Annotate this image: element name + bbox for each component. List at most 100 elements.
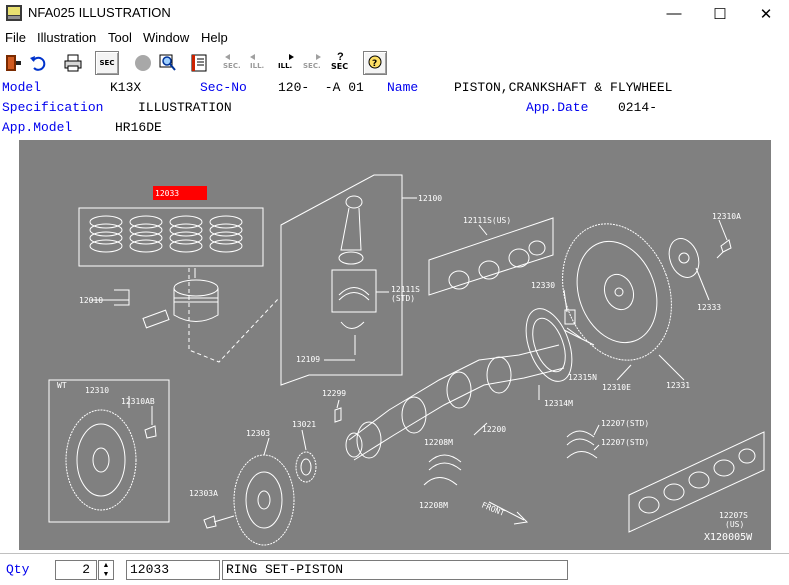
next-illustration-button[interactable]: ILL. xyxy=(274,51,298,75)
section-button[interactable]: SEC xyxy=(95,51,119,75)
next-section-button[interactable]: SEC. xyxy=(301,51,325,75)
piston-ring-set-box[interactable] xyxy=(78,207,264,267)
menu-window[interactable]: Window xyxy=(143,30,190,45)
main-bearing-set-us[interactable] xyxy=(638,448,756,514)
bottom-bar: Qty 2 ▲ ▼ 12033 RING SET-PISTON xyxy=(0,553,789,585)
selected-part-highlight[interactable] xyxy=(153,186,207,200)
callout-12207-std-b[interactable]: 12207(STD) xyxy=(601,438,649,447)
callout-12310a[interactable]: 12310A xyxy=(712,212,741,221)
question-mark-icon: ? xyxy=(337,51,344,63)
menu-illustration[interactable]: Illustration xyxy=(37,30,97,45)
exit-door-button[interactable] xyxy=(1,51,25,75)
flywheel-bolt-wt[interactable] xyxy=(144,425,157,439)
connecting-rod[interactable] xyxy=(338,195,364,265)
crankshaft[interactable] xyxy=(345,344,565,461)
bearing-set-us-box[interactable] xyxy=(428,217,554,296)
help-button[interactable]: ? xyxy=(363,51,387,75)
qty-label: Qty xyxy=(6,562,30,577)
piston[interactable] xyxy=(142,279,219,329)
callout-12111s[interactable]: 12111S xyxy=(391,285,420,294)
flywheel[interactable] xyxy=(65,409,137,511)
book-button[interactable] xyxy=(187,51,211,75)
menu-tool[interactable]: Tool xyxy=(108,30,132,45)
menu-help[interactable]: Help xyxy=(201,30,228,45)
spin-up-icon[interactable]: ▲ xyxy=(102,562,110,569)
flywheel-box[interactable] xyxy=(48,379,170,523)
bearing-std-box[interactable] xyxy=(331,269,377,313)
exit-door-icon xyxy=(6,55,21,71)
piston-ring-set[interactable] xyxy=(89,215,243,253)
callout-12208m-b[interactable]: 12208M xyxy=(419,501,448,510)
callout-12010[interactable]: 12010 xyxy=(79,296,103,305)
pilot-bushing[interactable] xyxy=(564,309,576,325)
callout-12208m-a[interactable]: 12208M xyxy=(424,438,453,447)
callout-12310e[interactable]: 12310E xyxy=(602,383,631,392)
callout-12314m[interactable]: 12314M xyxy=(544,399,573,408)
reinforcement-plate[interactable] xyxy=(664,234,704,281)
crankshaft-pin[interactable] xyxy=(563,329,595,346)
close-button[interactable]: ✕ xyxy=(759,5,773,23)
crank-pulley[interactable] xyxy=(233,454,295,546)
callout-12330[interactable]: 12330 xyxy=(531,281,555,290)
callout-12331[interactable]: 12331 xyxy=(666,381,690,390)
book-icon xyxy=(191,54,207,72)
callout-12111s-us[interactable]: 12111S(US) xyxy=(463,216,511,225)
callout-12207s[interactable]: 12207S xyxy=(719,511,748,520)
illustration-canvas[interactable]: 12033 12100 12111S(US) 12310A 12010 1211… xyxy=(19,140,771,550)
drive-plate[interactable] xyxy=(544,208,690,375)
crank-sprocket[interactable] xyxy=(295,451,317,483)
callout-12207s-us[interactable]: (US) xyxy=(725,520,744,529)
app-date-label: App.Date xyxy=(526,100,589,115)
specification-label: Specification xyxy=(2,100,104,115)
menu-file[interactable]: File xyxy=(5,30,26,45)
section-query-label: SEC xyxy=(331,62,349,71)
callout-13021[interactable]: 13021 xyxy=(292,420,316,429)
connecting-rod-bearing[interactable] xyxy=(338,287,370,301)
callout-12299[interactable]: 12299 xyxy=(322,389,346,398)
search-button[interactable] xyxy=(156,51,180,75)
section-query-button[interactable]: ? SEC xyxy=(328,51,352,75)
callout-12303[interactable]: 12303 xyxy=(246,429,270,438)
previous-illustration-button[interactable]: ILL. xyxy=(246,51,270,75)
previous-illustration-label: ILL. xyxy=(250,62,265,70)
qty-spinner[interactable]: ▲ ▼ xyxy=(98,560,114,580)
qty-input[interactable]: 2 xyxy=(55,560,97,580)
print-button[interactable] xyxy=(61,51,85,75)
flywheel-bolt[interactable] xyxy=(716,239,732,259)
callout-12310[interactable]: 12310 xyxy=(85,386,109,395)
part-name-field[interactable]: RING SET-PISTON xyxy=(222,560,568,580)
callout-12303a[interactable]: 12303A xyxy=(189,489,218,498)
arrow-left-icon xyxy=(225,54,230,60)
model-label: Model xyxy=(2,80,42,95)
rear-oil-seal[interactable] xyxy=(517,302,581,387)
minimize-button[interactable]: — xyxy=(666,5,682,22)
connecting-rod-cap[interactable] xyxy=(329,321,365,361)
callout-12310ab[interactable]: 12310AB xyxy=(121,397,155,406)
callout-12200[interactable]: 12200 xyxy=(482,425,506,434)
circle-button[interactable] xyxy=(131,51,155,75)
app-model-value: HR16DE xyxy=(115,120,162,135)
callout-12100[interactable]: 12100 xyxy=(418,194,442,203)
callout-12207-std-a[interactable]: 12207(STD) xyxy=(601,419,649,428)
thrust-bearing[interactable] xyxy=(423,454,462,486)
parts-diagram[interactable]: 12033 12100 12111S(US) 12310A 12010 1211… xyxy=(19,140,771,550)
undo-button[interactable] xyxy=(26,51,50,75)
part-number-field[interactable]: 12033 xyxy=(126,560,220,580)
callout-wt: WT xyxy=(57,381,67,390)
previous-section-button[interactable]: SEC. xyxy=(221,51,245,75)
info-panel: Model K13X Sec-No 120- -A 01 Name PISTON… xyxy=(0,80,789,140)
callout-12109[interactable]: 12109 xyxy=(296,355,320,364)
maximize-button[interactable]: ☐ xyxy=(713,5,727,23)
connecting-rod-box[interactable] xyxy=(280,174,403,386)
callout-12333[interactable]: 12333 xyxy=(697,303,721,312)
key[interactable] xyxy=(334,407,342,423)
crank-pulley-bolt[interactable] xyxy=(203,515,235,529)
bearing-set-us[interactable] xyxy=(448,240,546,290)
callout-12033[interactable]: 12033 xyxy=(155,189,179,198)
callout-12315n[interactable]: 12315N xyxy=(568,373,597,382)
main-bearing-set-box[interactable] xyxy=(628,431,765,533)
main-bearing-std[interactable] xyxy=(566,430,598,459)
callout-12111s-std[interactable]: (STD) xyxy=(391,294,415,303)
spin-down-icon[interactable]: ▼ xyxy=(102,571,110,578)
arrow-right-icon xyxy=(316,54,321,60)
